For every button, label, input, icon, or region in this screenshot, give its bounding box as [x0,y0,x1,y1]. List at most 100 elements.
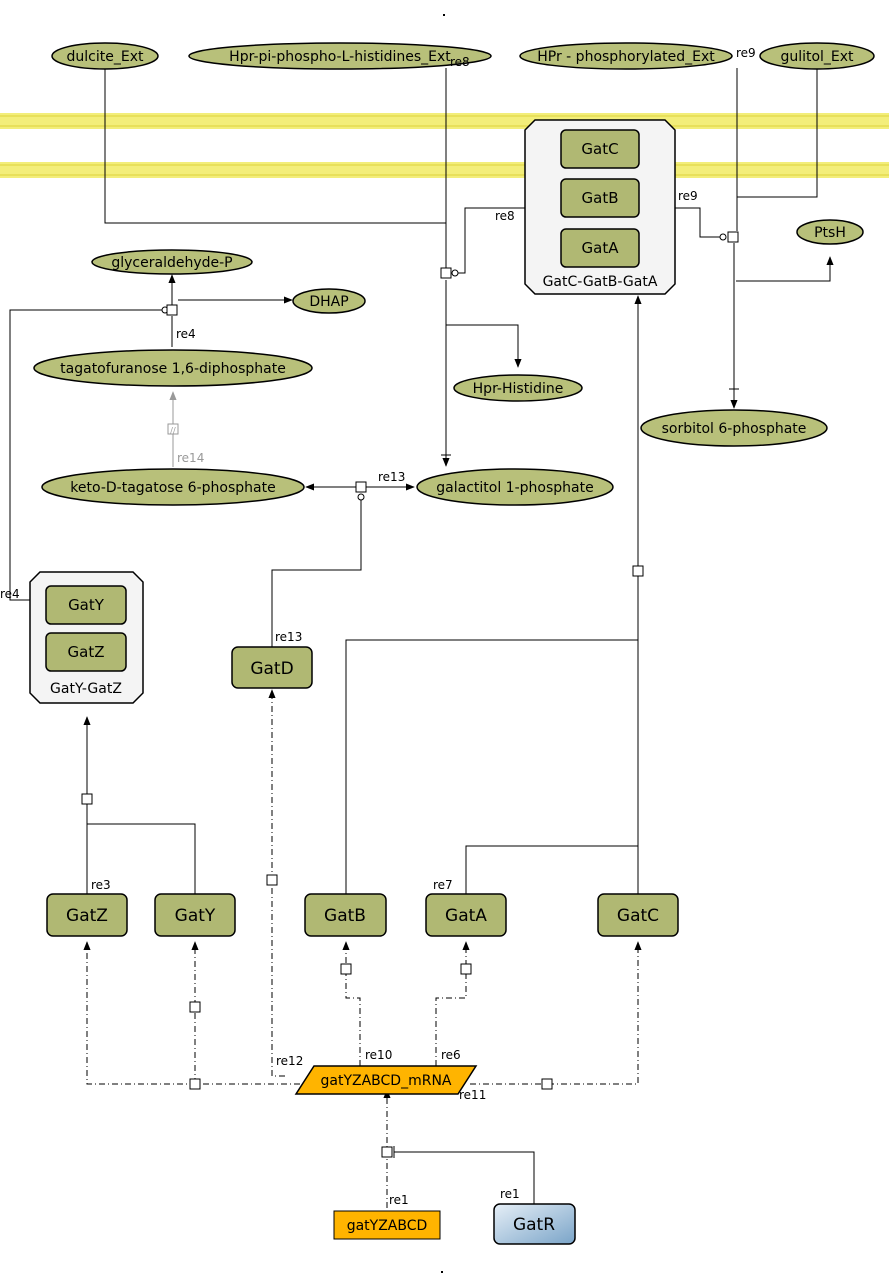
process-re11 [541,1078,553,1090]
svg-text:GatZ: GatZ [68,643,105,661]
svg-text:GatZ: GatZ [66,906,108,926]
reaction-label-re12: re12 [276,1054,303,1068]
species-sorbitol-6-phosphate[interactable]: sorbitol 6-phosphate [640,409,828,447]
edge-gatcba-catalyses-re9 [675,207,720,238]
process-re12 [189,1078,201,1090]
process-re12-gaty [189,1001,201,1013]
edge-gata-to-re7 [465,845,638,894]
svg-text:GatB: GatB [582,189,619,207]
svg-text:gulitol_Ext: gulitol_Ext [780,49,854,65]
simple-species: dulcite_Ext Hpr-pi-phospho-L-histidines_… [33,42,875,506]
translation-edges [83,689,642,1208]
protein-gatz[interactable]: GatZ [46,893,128,937]
edge-re8-to-hpr-histidine [446,324,522,368]
reaction-labels: re8 re9 re8 re9 re4 re4 re14 re13 re13 r… [0,46,756,1207]
reaction-label-re13-gatd: re13 [275,630,302,644]
reaction-label-re8-top: re8 [450,55,470,69]
edge-gatb-to-re7 [345,639,638,894]
process-re9 [727,231,739,243]
complex-member-gatc[interactable]: GatC [560,129,640,169]
edge-gatyz-catalyses-re4 [9,309,163,601]
svg-text:GatD: GatD [250,659,293,679]
process-re13 [355,481,367,493]
complex-label-gatcba: GatC-GatB-GatA [543,274,658,290]
edge-re14: // [167,391,179,467]
species-gulitol-ext[interactable]: gulitol_Ext [759,42,875,70]
protein-gaty[interactable]: GatY [154,893,236,937]
gene-gatyzabcd[interactable]: gatYZABCD [333,1210,441,1240]
rna-gatyzabcd-mrna[interactable]: gatYZABCD_mRNA [294,1065,478,1095]
reaction-label-re1-gatr: re1 [500,1187,520,1201]
protein-gatc[interactable]: GatC [597,893,679,937]
reaction-label-re3: re3 [91,878,111,892]
svg-text:Hpr-pi-phospho-L-histidines_Ex: Hpr-pi-phospho-L-histidines_Ext [229,49,451,65]
process-re1 [381,1146,393,1158]
protein-gatd[interactable]: GatD [231,646,313,689]
reaction-label-re10: re10 [365,1048,392,1062]
svg-text:GatA: GatA [582,239,620,257]
reaction-edges [9,68,834,894]
reaction-label-re9: re9 [678,189,698,203]
process-re7 [632,565,644,577]
svg-text://: // [170,426,176,435]
species-hpr-phosphorylated-ext[interactable]: HPr - phosphorylated_Ext [519,42,733,70]
species-galactitol-1-phosphate[interactable]: galactitol 1-phosphate [416,468,614,506]
page-dot-bottom [441,1271,443,1273]
species-hpr-pi-phospho-ext[interactable]: Hpr-pi-phospho-L-histidines_Ext [188,42,492,70]
modifier-circle-re13 [357,493,365,501]
protein-gatr[interactable]: GatR [493,1203,576,1245]
modifier-circle-re9 [719,233,727,241]
species-hpr-histidine[interactable]: Hpr-Histidine [453,374,583,402]
complex-member-gatb[interactable]: GatB [560,178,640,218]
process-re3 [81,793,93,805]
protein-gata[interactable]: GatA [425,893,507,937]
svg-text:HPr - phosphorylated_Ext: HPr - phosphorylated_Ext [537,49,715,65]
complex-member-gata[interactable]: GatA [560,228,640,268]
svg-text:GatC: GatC [581,140,618,158]
cell-membrane [0,113,889,178]
svg-text:DHAP: DHAP [309,294,348,310]
edge-re12-to-gatz [83,941,300,1085]
edge-gatr-regulates-re1 [394,1151,535,1204]
edge-re11-to-gatc [470,941,642,1085]
edge-gulitol-to-re9 [737,68,818,198]
edge-re9-to-ptsh [736,256,834,282]
svg-text:GatY: GatY [175,906,216,926]
edge-gatd-catalyses-re13 [271,496,362,647]
regulator-edge [393,1146,535,1204]
modifier-circle-re8 [451,269,459,277]
complex-member-gatz[interactable]: GatZ [45,632,127,672]
svg-text:Hpr-Histidine: Hpr-Histidine [473,381,564,397]
species-dhap[interactable]: DHAP [292,288,366,314]
species-glyceraldehyde-p[interactable]: glyceraldehyde-P [91,249,253,275]
reaction-label-re6: re6 [441,1048,461,1062]
reaction-label-re1: re1 [389,1193,409,1207]
svg-text:tagatofuranose 1,6-diphosphate: tagatofuranose 1,6-diphosphate [60,361,286,377]
proteins: GatD GatZ GatY GatB GatA GatC [46,646,679,1245]
svg-text:galactitol 1-phosphate: galactitol 1-phosphate [436,480,593,496]
process-nodes [81,231,739,1158]
species-dulcite-ext[interactable]: dulcite_Ext [51,42,159,70]
reaction-label-re14: re14 [177,451,204,465]
svg-text:GatB: GatB [324,906,366,926]
process-re8 [440,267,452,279]
svg-text:GatY: GatY [68,596,105,614]
species-keto-d-tagatose-6-phosphate[interactable]: keto-D-tagatose 6-phosphate [41,468,305,506]
svg-text:GatC: GatC [617,906,659,926]
svg-text:sorbitol 6-phosphate: sorbitol 6-phosphate [662,421,807,437]
process-re10 [340,963,352,975]
svg-text:glyceraldehyde-P: glyceraldehyde-P [111,255,232,271]
reaction-label-re4-left: re4 [0,587,20,601]
complex-member-gaty[interactable]: GatY [45,585,127,625]
complex-gaty-gatz[interactable]: GatY GatZ GatY-GatZ [29,571,144,704]
svg-text:gatYZABCD_mRNA: gatYZABCD_mRNA [320,1073,451,1089]
page-dot-top [443,14,445,16]
species-ptsh[interactable]: PtsH [796,219,864,245]
svg-text:keto-D-tagatose 6-phosphate: keto-D-tagatose 6-phosphate [70,480,275,496]
complex-gatc-gatb-gata[interactable]: GatC GatB GatA GatC-GatB-GatA [524,119,676,295]
protein-gatb[interactable]: GatB [304,893,387,937]
reaction-label-re9-top: re9 [736,46,756,60]
species-tagatofuranose[interactable]: tagatofuranose 1,6-diphosphate [33,349,313,387]
svg-text:dulcite_Ext: dulcite_Ext [67,49,144,65]
reaction-label-re4: re4 [176,327,196,341]
